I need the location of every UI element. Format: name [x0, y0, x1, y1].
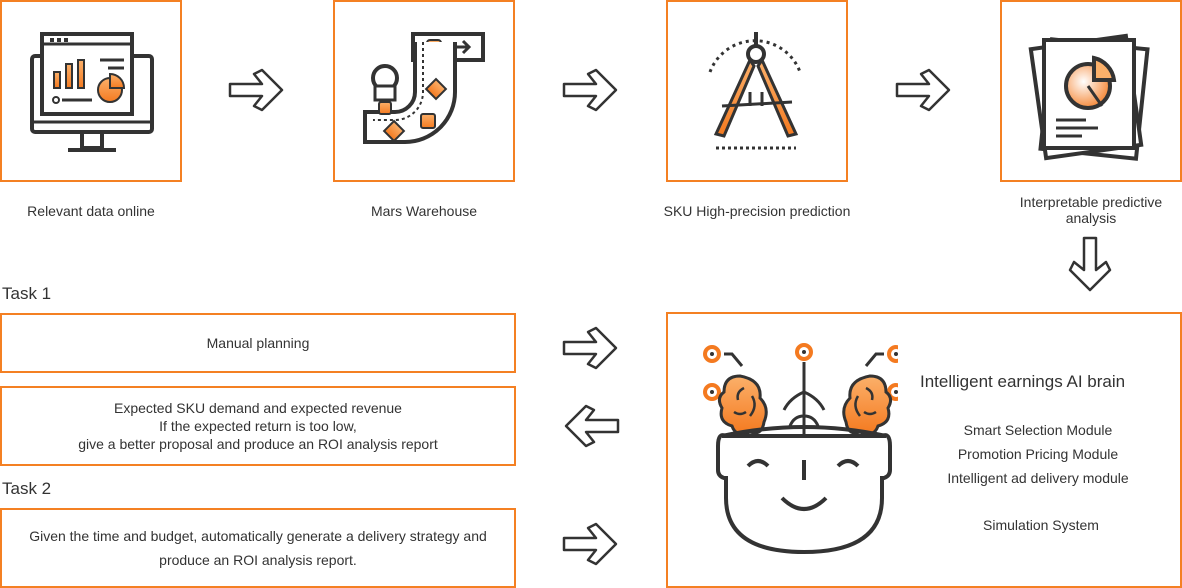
task1-result-line: give a better proposal and produce an RO…	[78, 436, 438, 452]
task1-title: Task 1	[2, 284, 52, 303]
ai-brain-box: Intelligent earnings AI brain Smart Sele…	[666, 312, 1182, 588]
arrow-right-icon	[895, 68, 951, 112]
step-box-warehouse	[333, 0, 515, 182]
task1-result-box: Expected SKU demand and expected revenue…	[0, 386, 516, 466]
arrow-right-icon	[562, 326, 618, 370]
report-documents-icon	[1028, 33, 1150, 161]
arrow-down-icon	[1068, 236, 1112, 292]
brain-module-pricing: Promotion Pricing Module	[957, 446, 1119, 462]
task1-manual-text: Manual planning	[206, 335, 310, 351]
brain-simulation-system: Simulation System	[983, 517, 1099, 533]
task2-title: Task 2	[2, 479, 52, 498]
task1-result-line: Expected SKU demand and expected revenue	[114, 400, 402, 416]
compass-icon	[708, 32, 802, 150]
step-label-warehouse: Mars Warehouse	[370, 203, 478, 219]
ai-brain-head-icon	[703, 343, 898, 555]
monitor-chart-icon	[30, 32, 154, 152]
brain-module-selection: Smart Selection Module	[963, 422, 1113, 438]
step-box-data	[0, 0, 182, 182]
task2-line: produce an ROI analysis report.	[159, 552, 357, 568]
warehouse-robot-icon	[363, 32, 485, 144]
step-label-prediction: SKU High-precision prediction	[663, 203, 851, 219]
arrow-right-icon	[228, 68, 284, 112]
task2-box: Given the time and budget, automatically…	[0, 508, 516, 588]
arrow-right-icon	[562, 522, 618, 566]
step-box-analysis	[1000, 0, 1182, 182]
step-label-data: Relevant data online	[27, 203, 155, 219]
task2-line: Given the time and budget, automatically…	[29, 528, 487, 544]
step-label-analysis: Interpretable predictive analysis	[1019, 194, 1163, 226]
brain-module-ad-delivery: Intelligent ad delivery module	[947, 470, 1129, 486]
arrow-right-icon	[562, 68, 618, 112]
step-box-prediction	[666, 0, 848, 182]
brain-title: Intelligent earnings AI brain	[920, 372, 1126, 391]
task1-manual-box: Manual planning	[0, 313, 516, 373]
arrow-left-icon	[564, 404, 620, 448]
task1-result-line: If the expected return is too low,	[159, 418, 357, 434]
